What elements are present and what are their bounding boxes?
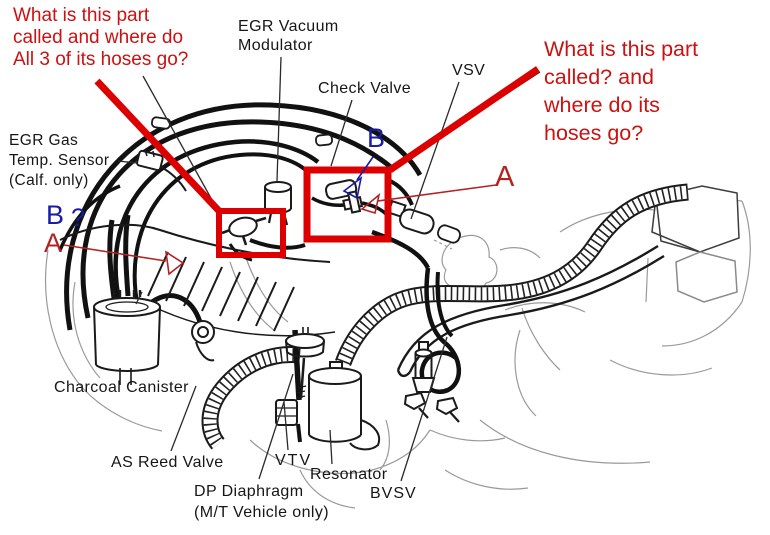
b-arrow-head: [342, 176, 363, 200]
question-left-line3: All 3 of its hoses go?: [13, 49, 189, 70]
resonator-art: [308, 361, 380, 451]
red-pointer-line-right: [388, 66, 540, 173]
question-left-line1: What is this part: [13, 5, 150, 26]
question-right-line4: hoses go?: [544, 121, 644, 145]
question-left-line2: called and where do: [13, 27, 184, 48]
small-fittings: [151, 116, 461, 244]
question-right: What is this part called? and where do i…: [544, 35, 698, 147]
as-reed-valve-art: [191, 320, 215, 362]
a-arrow-right-line: [377, 184, 497, 202]
label-egr-gas-temp-sensor-line1: EGR Gas: [9, 132, 79, 149]
question-left: What is this part called and where do Al…: [13, 5, 188, 71]
label-egr-gas-temp-sensor-line2: Temp. Sensor: [9, 152, 110, 169]
b-arrow-line: [356, 156, 374, 181]
question-right-line3: where do its: [544, 93, 660, 117]
marker-a-left: A: [44, 228, 63, 258]
bvsv-art: [403, 341, 460, 423]
a-arrow-left-head: [164, 250, 185, 276]
vtv-art: [275, 399, 298, 426]
label-egr-vacuum-modulator-line1: EGR Vacuum: [238, 18, 339, 35]
label-dp-diaphragm-line1: DP Diaphragm: [194, 483, 304, 500]
label-resonator: Resonator: [310, 466, 388, 483]
marker-a-right: A: [495, 161, 515, 193]
label-egr-gas-temp-sensor: EGR Gas Temp. Sensor (Calf. only): [9, 131, 109, 191]
question-right-line1: What is this part: [544, 37, 699, 61]
egr-temp-sensor-art: [136, 149, 187, 192]
label-vtv: VTV: [275, 452, 313, 469]
highlight-box-a: [216, 208, 286, 258]
label-egr-vacuum-modulator-line2: Modulator: [238, 37, 313, 54]
label-charcoal-canister: Charcoal Canister: [54, 379, 189, 396]
question-right-line2: called? and: [544, 65, 654, 89]
label-dp-diaphragm-line2: (M/T Vehicle only): [194, 504, 329, 521]
label-egr-vacuum-modulator: EGR Vacuum Modulator: [238, 17, 339, 55]
label-dp-diaphragm: DP Diaphragm (M/T Vehicle only): [194, 481, 329, 523]
vsv-art: [387, 199, 435, 235]
marker-b-center: B: [367, 123, 386, 153]
label-bvsv: BVSV: [370, 485, 417, 502]
label-egr-gas-temp-sensor-line3: (Calf. only): [9, 172, 89, 189]
red-a-arrows: [63, 184, 497, 276]
marker-question-left: ?: [71, 204, 85, 232]
marker-b-left: B: [46, 200, 65, 230]
label-vsv: VSV: [452, 62, 486, 79]
a-arrow-left-line: [63, 244, 167, 262]
dp-diaphragm-art: [285, 327, 325, 399]
vacuum-hose-arcs: [58, 102, 462, 443]
a-arrow-right-head: [360, 192, 381, 215]
label-as-reed-valve: AS Reed Valve: [111, 454, 224, 471]
corrugated-intake-hose: [201, 183, 689, 450]
egr-modulator-art: [264, 181, 292, 226]
highlight-box-b: [303, 166, 392, 243]
label-check-valve: Check Valve: [318, 80, 412, 97]
boxed-part-a-art: [221, 216, 267, 246]
red-pointer-line-left: [94, 78, 223, 215]
red-highlight-annotations: [94, 66, 540, 258]
blue-b-arrow: [342, 156, 374, 200]
smooth-hose-right: [396, 244, 665, 378]
charcoal-canister-art: [93, 290, 161, 385]
check-valve-art: [324, 179, 364, 214]
